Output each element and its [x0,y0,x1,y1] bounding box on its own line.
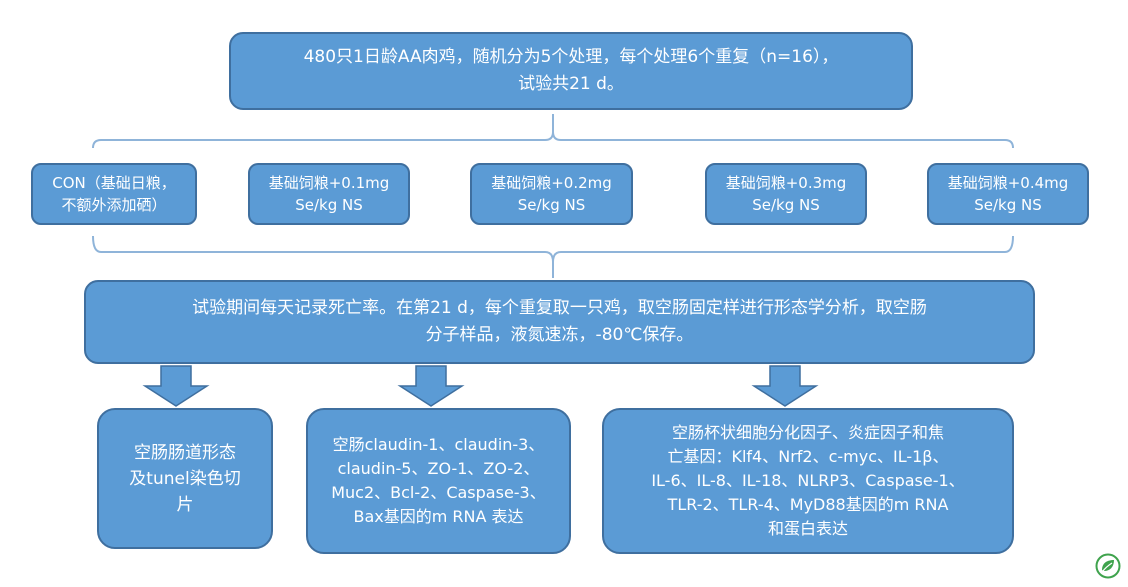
arrow-3 [751,365,819,407]
treatment-box-0-1: 基础饲粮+0.1mg Se/kg NS [248,163,410,225]
top-box: 480只1日龄AA肉鸡，随机分为5个处理，每个处理6个重复（n=16）， 试验共… [229,32,913,110]
sampling-line-1: 试验期间每天记录死亡率。在第21 d，每个重复取一只鸡，取空肠固定样进行形态学分… [192,298,927,318]
output-line: 片 [176,494,194,515]
output-line: 空肠杯状细胞分化因子、炎症因子和焦 [671,423,944,442]
output-box-morphology: 空肠肠道形态 及tunel染色切 片 [97,408,273,549]
output-box-inflammation-genes: 空肠杯状细胞分化因子、炎症因子和焦 亡基因：Klf4、Nrf2、c-myc、IL… [602,408,1014,554]
treatment-line: Se/kg NS [752,196,820,214]
treatment-line: 基础饲粮+0.1mg [268,174,390,192]
treatment-box-con: CON（基础日粮， 不额外添加硒） [31,163,197,225]
top-line-1: 480只1日龄AA肉鸡，随机分为5个处理，每个处理6个重复（n=16）， [303,47,839,67]
treatment-line: Se/kg NS [974,196,1042,214]
treatment-box-0-4: 基础饲粮+0.4mg Se/kg NS [927,163,1089,225]
arrow-2 [397,365,465,407]
treatment-line: 基础饲粮+0.4mg [947,174,1069,192]
treatment-line: 基础饲粮+0.3mg [725,174,847,192]
arrow-1 [142,365,210,407]
output-line: 和蛋白表达 [767,519,848,538]
output-line: 空肠claudin-1、claudin-3、 [332,435,545,454]
output-line: 及tunel染色切 [129,468,241,489]
leaf-logo-icon [1095,553,1121,579]
sampling-line-2: 分子样品，液氮速冻，-80℃保存。 [425,325,694,345]
treatment-line: Se/kg NS [295,196,363,214]
treatment-line: CON（基础日粮， [52,174,176,192]
sampling-box: 试验期间每天记录死亡率。在第21 d，每个重复取一只鸡，取空肠固定样进行形态学分… [84,280,1035,364]
output-line: Muc2、Bcl-2、Caspase-3、 [331,483,546,502]
top-line-2: 试验共21 d。 [518,74,624,94]
output-line: IL-6、IL-8、IL-18、NLRP3、Caspase-1、 [651,471,965,490]
treatment-line: 基础饲粮+0.2mg [491,174,612,192]
output-line: 空肠肠道形态 [134,442,236,463]
output-line: TLR-2、TLR-4、MyD88基因的m RNA [667,495,949,514]
treatment-box-0-3: 基础饲粮+0.3mg Se/kg NS [705,163,867,225]
output-line: claudin-5、ZO-1、ZO-2、 [337,459,540,478]
output-box-barrier-genes: 空肠claudin-1、claudin-3、 claudin-5、ZO-1、ZO… [306,408,571,554]
output-line: 亡基因：Klf4、Nrf2、c-myc、IL-1β、 [667,447,949,466]
treatment-line: Se/kg NS [517,196,586,214]
output-line: Bax基因的m RNA 表达 [353,507,524,526]
upper-brace [92,114,1014,149]
lower-brace [92,235,1014,278]
treatment-line: 不额外添加硒） [61,196,167,214]
treatment-box-0-2: 基础饲粮+0.2mg Se/kg NS [470,163,633,225]
